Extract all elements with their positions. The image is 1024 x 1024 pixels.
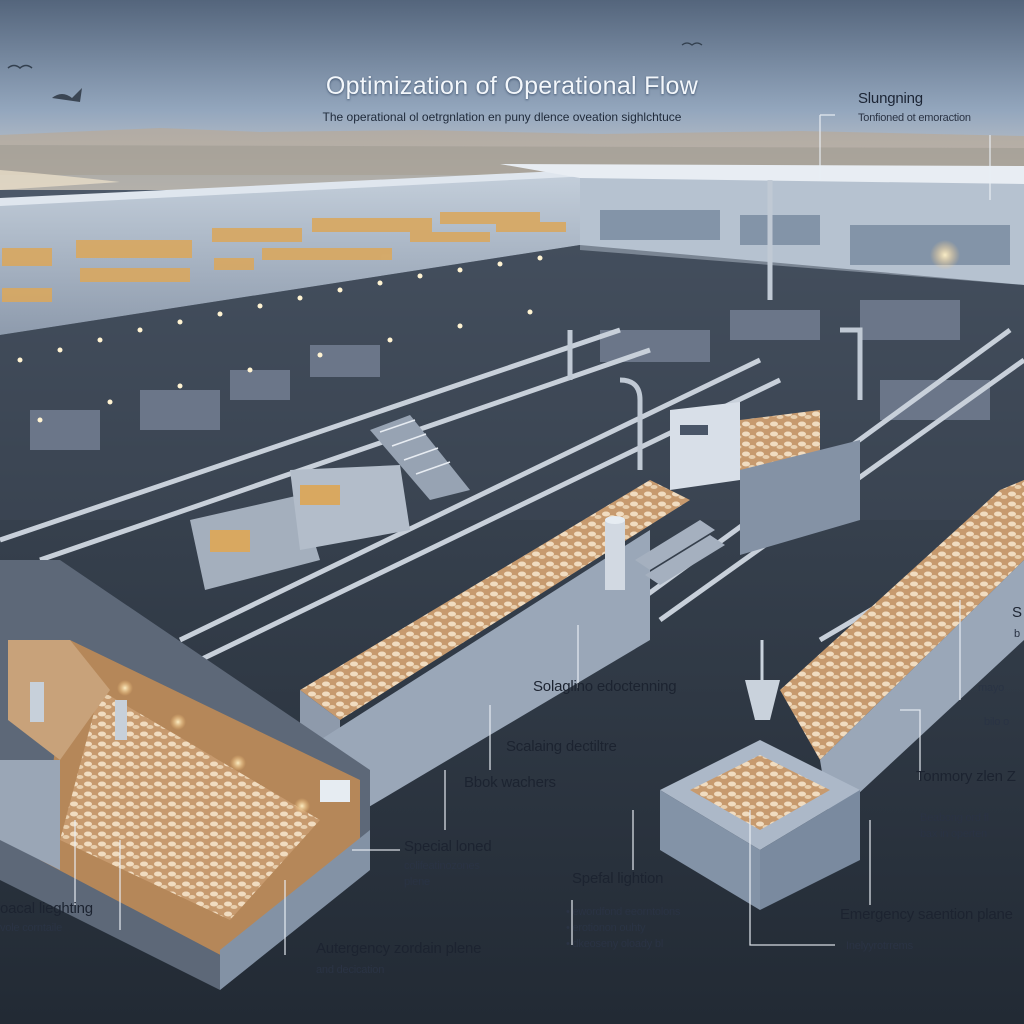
callout-mid-right-1: mayo (978, 682, 1005, 694)
callout-left-lighting: oacal lieghting (0, 900, 93, 917)
diagram-title: Optimization of Operational Flow (325, 72, 699, 100)
callout-solaglino: Solaglino edoctenning (533, 678, 677, 695)
callout-emergency-right: Emergency saention plane (840, 906, 1013, 923)
callout-special-lighting: Spefal lightion (572, 870, 664, 887)
callout-left-lighting-sub: vole corntaile (0, 922, 63, 934)
callout-mid-right-2: bilo o (984, 716, 1010, 728)
callout-edge-right-2: b (1014, 628, 1020, 640)
callout-bottom-emergency-sub: and decication (316, 964, 385, 976)
callout-temporary-sub: Beabong ord fl (920, 812, 989, 824)
diagram-subtitle: The operational ol oetrgnlation en puny … (322, 110, 682, 124)
callout-emergency-right-sub: Inelyyrotrrems (846, 940, 913, 952)
callout-temporary-sub2: bax in operten (920, 828, 987, 840)
callout-bullet-2: • erotionon ouhty (566, 922, 646, 934)
callout-slungning-sub: Tonfioned ot emoraction (858, 112, 971, 124)
callout-bullet-3: • dkeoseny oloady bl (566, 938, 664, 950)
callout-temporary-zone: Tonmory zlen Z (916, 768, 1016, 785)
callout-special-loaded-3: plene (404, 876, 430, 888)
callout-scalaing: Scalaing dectiltre (506, 738, 617, 755)
callout-slungning: Slungning (858, 90, 923, 107)
callout-bottom-emergency: Autergency zordain plene (316, 940, 482, 957)
callout-edge-right-1: S (1012, 604, 1022, 621)
callout-bullet-1: • ewordfond eeorntolons (566, 906, 681, 918)
callout-special-loaded-2: colifeatinozones (404, 860, 480, 872)
callout-bbok-wachers: Bbok wachers (464, 774, 556, 791)
callout-special-loaded: Special loned (404, 838, 492, 855)
